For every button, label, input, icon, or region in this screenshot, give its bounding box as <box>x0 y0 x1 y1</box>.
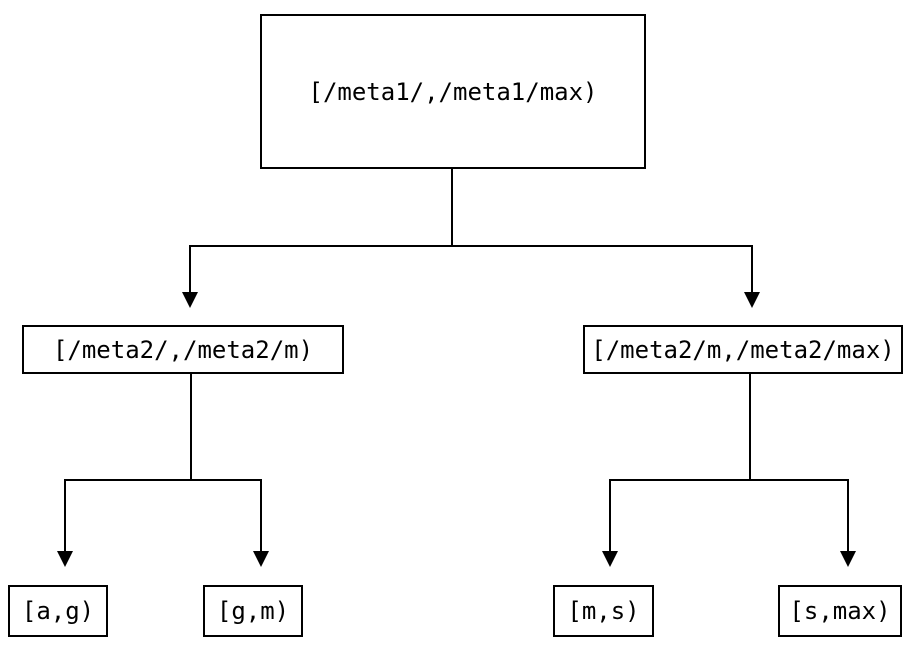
node-right-label: [/meta2/m,/meta2/max) <box>591 335 895 364</box>
connector-left-drop-ag <box>64 479 66 552</box>
node-leaf-ms-label: [m,s) <box>567 597 640 625</box>
arrowhead-down-icon <box>253 551 269 567</box>
node-leaf-ag-label: [a,g) <box>21 597 95 625</box>
connector-left-stem <box>190 374 192 481</box>
connector-right-drop-smax <box>847 479 849 552</box>
connector-root-stem <box>451 169 453 246</box>
arrowhead-down-icon <box>182 292 198 308</box>
connector-left-crossbar <box>64 479 262 481</box>
node-leaf-gm-label: [g,m) <box>216 597 290 625</box>
node-leaf-smax: [s,max) <box>778 585 902 637</box>
connector-root-right-drop <box>751 245 753 293</box>
connector-root-left-drop <box>189 245 191 293</box>
node-root-label: [/meta1/,/meta1/max) <box>308 77 598 106</box>
connector-left-drop-gm <box>260 479 262 552</box>
arrowhead-down-icon <box>602 551 618 567</box>
arrowhead-down-icon <box>840 551 856 567</box>
node-left-label: [/meta2/,/meta2/m) <box>52 335 314 364</box>
node-right: [/meta2/m,/meta2/max) <box>583 325 903 374</box>
connector-right-crossbar <box>609 479 849 481</box>
node-leaf-ms: [m,s) <box>553 585 654 637</box>
arrowhead-down-icon <box>744 292 760 308</box>
node-root: [/meta1/,/meta1/max) <box>260 14 646 169</box>
connector-root-crossbar <box>189 245 753 247</box>
node-leaf-smax-label: [s,max) <box>789 597 891 625</box>
connector-right-stem <box>749 374 751 481</box>
node-leaf-gm: [g,m) <box>203 585 303 637</box>
arrowhead-down-icon <box>57 551 73 567</box>
node-left: [/meta2/,/meta2/m) <box>22 325 344 374</box>
node-leaf-ag: [a,g) <box>8 585 108 637</box>
connector-right-drop-ms <box>609 479 611 552</box>
